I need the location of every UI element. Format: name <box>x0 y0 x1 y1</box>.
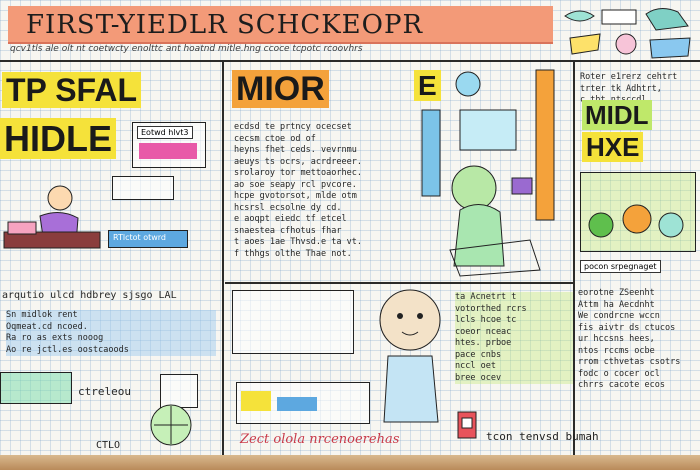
desk-surface <box>0 455 700 470</box>
robot-figure-icon <box>421 69 555 277</box>
right-column-divider <box>573 60 575 455</box>
child-figure-icon <box>3 185 101 249</box>
left-column-divider <box>222 60 224 455</box>
left-heading-line2: HIDLE <box>0 118 116 160</box>
middle-bottom-right: tcon tenvsd bumah <box>486 430 599 443</box>
right-heading-line1: MIDL <box>582 100 652 131</box>
left-green-box <box>0 372 72 404</box>
middle-chart-box <box>236 382 370 424</box>
person-figure-icon <box>379 289 441 423</box>
chart-bar-1 <box>241 391 271 411</box>
left-tag: Eotwd hlvt3 <box>137 126 193 139</box>
title-banner: FIRST-YIEDLR SCHCKEOPR <box>8 6 553 44</box>
middle-heading: MIOR <box>232 70 329 109</box>
page-subtitle: qcv1tls ale olt nt coetwcty enolttc ant … <box>10 44 363 54</box>
left-notes-mid: arqutio ulcd hdbrey sjsgo LAL <box>2 290 177 301</box>
right-panel-caption: pocon srpegnaget <box>580 260 661 273</box>
left-small-box <box>112 176 174 200</box>
middle-tag-letter: E <box>414 70 441 102</box>
middle-rule <box>225 282 573 284</box>
page-title: FIRST-YIEDLR SCHCKEOPR <box>26 10 424 40</box>
left-notes-body: Sn midlok rent Oqmeat.cd ncoed. Ra ro as… <box>6 310 216 356</box>
right-notes-mid: eorotne ZSeenht Attm ha Aecdnht We condr… <box>578 288 681 390</box>
lantern-icon <box>457 411 477 439</box>
middle-bottom-line: Zect olola nrcenoerehas <box>240 432 400 447</box>
globe-icon <box>150 404 192 446</box>
left-caption: ctreleou <box>78 385 131 398</box>
left-tag-box: Eotwd hlvt3 <box>132 122 206 168</box>
middle-notes-lower: ta Acnetrt t votorthed rcrs lcls hcoe tc… <box>455 292 573 384</box>
left-footer: CTLO <box>96 440 121 451</box>
middle-grid-box <box>232 290 354 354</box>
right-panel <box>580 172 696 252</box>
corner-doodles-icon <box>564 8 691 59</box>
right-heading-line2: HXE <box>582 132 644 163</box>
left-heading-line1: TP SFAL <box>2 72 141 109</box>
left-blue-label: RTlctot otwrd <box>113 233 166 242</box>
left-tiny-box <box>160 374 198 408</box>
middle-notes-block: ecdsd te prtncy ocecset cecsm ctoe od of… <box>234 122 362 259</box>
pink-swatch <box>139 143 197 159</box>
chart-bar-2 <box>277 397 317 411</box>
tree-cluster-icon <box>588 204 684 238</box>
left-blue-label-box: RTlctot otwrd <box>108 230 188 248</box>
header-rule <box>0 60 700 62</box>
